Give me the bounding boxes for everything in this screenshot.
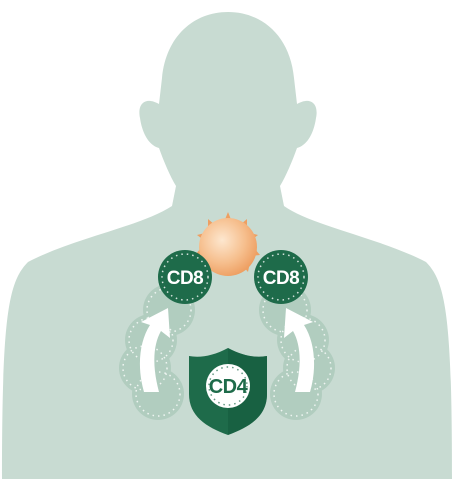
cd4-label: CD4 [209,376,249,398]
cd8-cell-right: CD8 [254,250,308,304]
cd8-right-label: CD8 [263,268,300,289]
cd8-cell-left: CD8 [158,250,212,304]
cd8-left-label: CD8 [167,268,204,289]
